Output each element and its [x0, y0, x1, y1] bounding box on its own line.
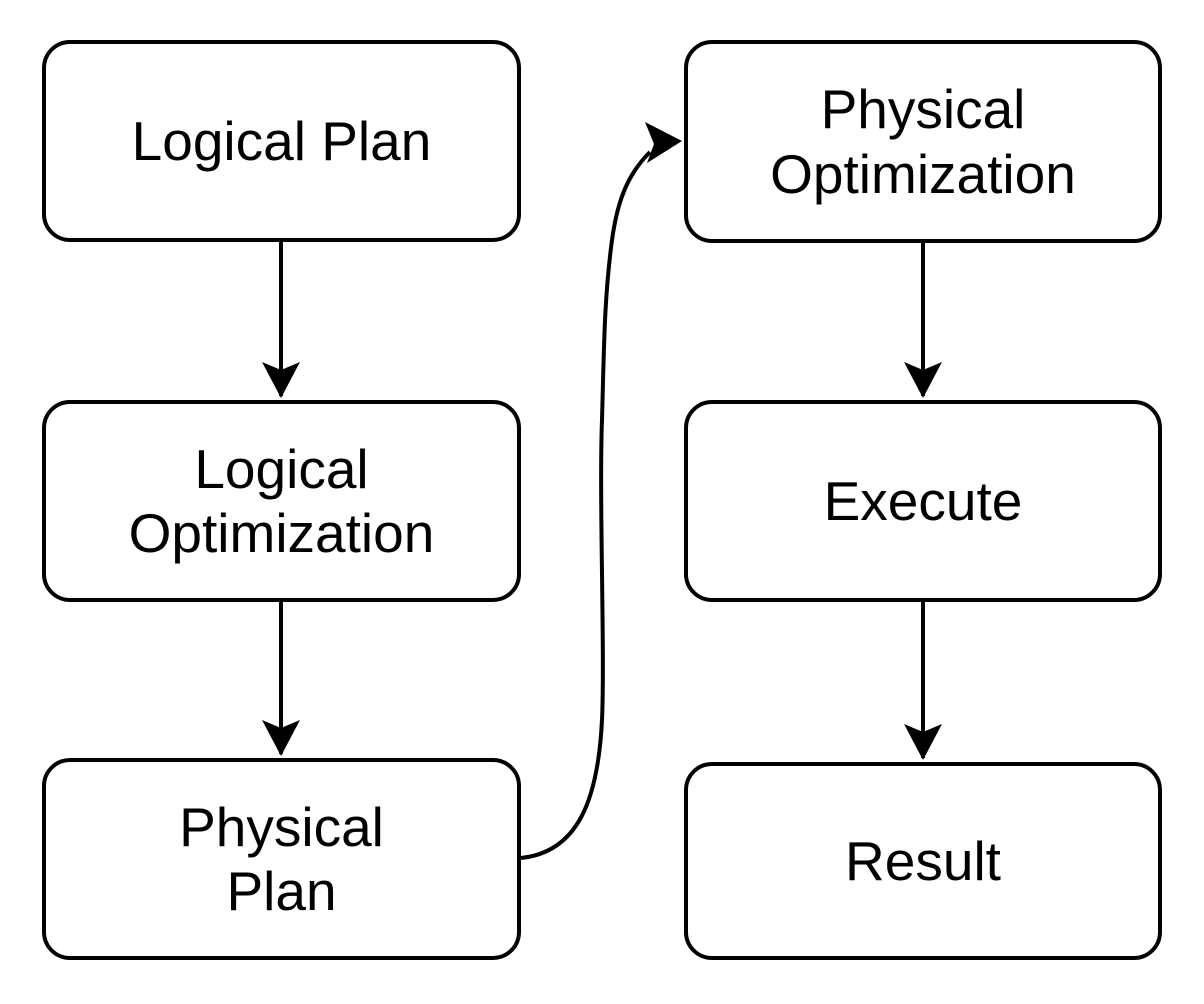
- node-logical-plan-label: Logical Plan: [131, 109, 432, 172]
- node-execute[interactable]: Execute: [684, 400, 1162, 602]
- arrowhead-physical-plan-to-physical-optimization: [645, 122, 682, 163]
- node-execute-label: Execute: [823, 469, 1023, 532]
- node-physical-plan[interactable]: Physical Plan: [42, 758, 521, 960]
- node-result-label: Result: [845, 829, 1001, 892]
- arrow-physical-plan-to-physical-optimization: [520, 150, 652, 860]
- node-logical-optimization[interactable]: Logical Optimization: [42, 400, 521, 602]
- node-physical-optimization-label: Physical Optimization: [770, 78, 1076, 205]
- node-result[interactable]: Result: [684, 762, 1162, 960]
- node-logical-plan[interactable]: Logical Plan: [42, 40, 521, 242]
- node-physical-plan-label: Physical Plan: [179, 795, 384, 922]
- node-physical-optimization[interactable]: Physical Optimization: [684, 40, 1162, 243]
- node-logical-optimization-label: Logical Optimization: [128, 437, 435, 564]
